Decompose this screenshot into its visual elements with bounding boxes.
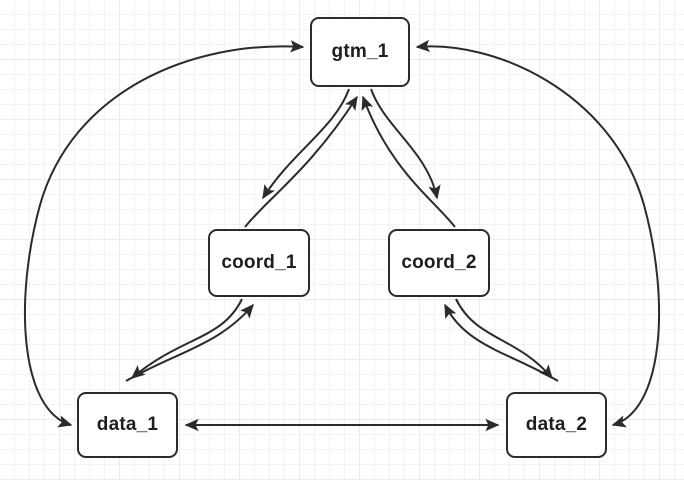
edge-data_1-gtm_1: [24, 40, 305, 428]
node-data_2[interactable]: data_2: [506, 392, 607, 458]
node-label-coord_1: coord_1: [221, 252, 297, 273]
node-label-data_1: data_1: [96, 414, 159, 435]
edge-coord_2-data_2: [455, 298, 553, 380]
node-coord_2[interactable]: coord_2: [388, 229, 490, 297]
node-label-coord_2: coord_2: [401, 252, 477, 273]
edge-data_2-coord_2: [444, 303, 559, 382]
edge-gtm_1-coord_1: [262, 88, 350, 200]
edge-gtm_1-coord_2: [370, 88, 441, 200]
node-data_1[interactable]: data_1: [77, 392, 178, 458]
node-label-data_2: data_2: [525, 414, 588, 435]
edge-coord_1-gtm_1: [244, 95, 358, 228]
node-coord_1[interactable]: coord_1: [208, 229, 310, 297]
node-label-gtm_1: gtm_1: [331, 41, 389, 62]
node-gtm_1[interactable]: gtm_1: [310, 17, 410, 87]
edge-data_2-gtm_1: [415, 39, 660, 428]
edge-data_1-coord_1: [125, 303, 254, 382]
edge-coord_1-data_1: [130, 298, 243, 379]
edge-coord_2-gtm_1: [361, 95, 456, 228]
